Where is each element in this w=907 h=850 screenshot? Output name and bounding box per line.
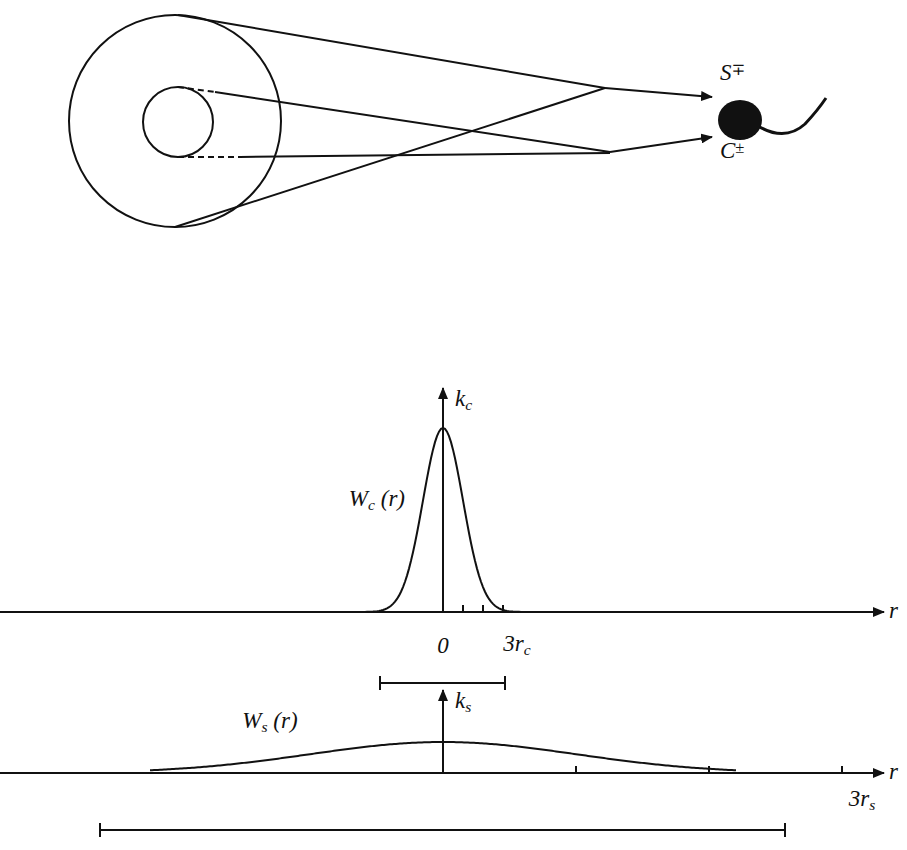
k-axis (442, 690, 444, 773)
signal-label: S∓ (720, 61, 745, 84)
center-arrow (610, 137, 712, 152)
range-bracket (380, 682, 505, 684)
signal-label: C± (720, 139, 744, 162)
center-dashed-ray (178, 156, 240, 158)
tick (482, 605, 484, 612)
center-ray (215, 92, 610, 152)
center-weight-curve (363, 428, 523, 612)
bracket-end (99, 823, 101, 837)
axis-label: ks (455, 689, 471, 715)
tick (462, 605, 464, 612)
tick (575, 766, 577, 773)
center-ray (240, 153, 610, 157)
tick (841, 766, 843, 773)
surround-ray (175, 88, 605, 227)
surround-arrow (605, 88, 712, 97)
curve-label: Ws (r) (242, 709, 297, 735)
ganglion-cell (718, 100, 762, 140)
surround-circle (69, 15, 281, 227)
bracket-end (784, 823, 786, 837)
bracket-end (504, 676, 506, 690)
tick-label: 3rs (849, 787, 876, 813)
axis-label: r (889, 760, 898, 783)
surround-weight-curve (150, 742, 736, 770)
k-axis (442, 388, 444, 612)
tick-label: 0 (437, 634, 449, 657)
surround-ray (178, 15, 605, 88)
range-bracket (100, 829, 785, 831)
tick-label: 3rc (503, 632, 530, 658)
center-circle (143, 87, 213, 157)
axis-label: r (889, 599, 898, 622)
cell-tail (758, 98, 826, 134)
bracket-end (379, 676, 381, 690)
curve-label: Wc (r) (349, 487, 405, 513)
center-dashed-ray (178, 87, 215, 92)
axis-label: kc (455, 387, 472, 413)
